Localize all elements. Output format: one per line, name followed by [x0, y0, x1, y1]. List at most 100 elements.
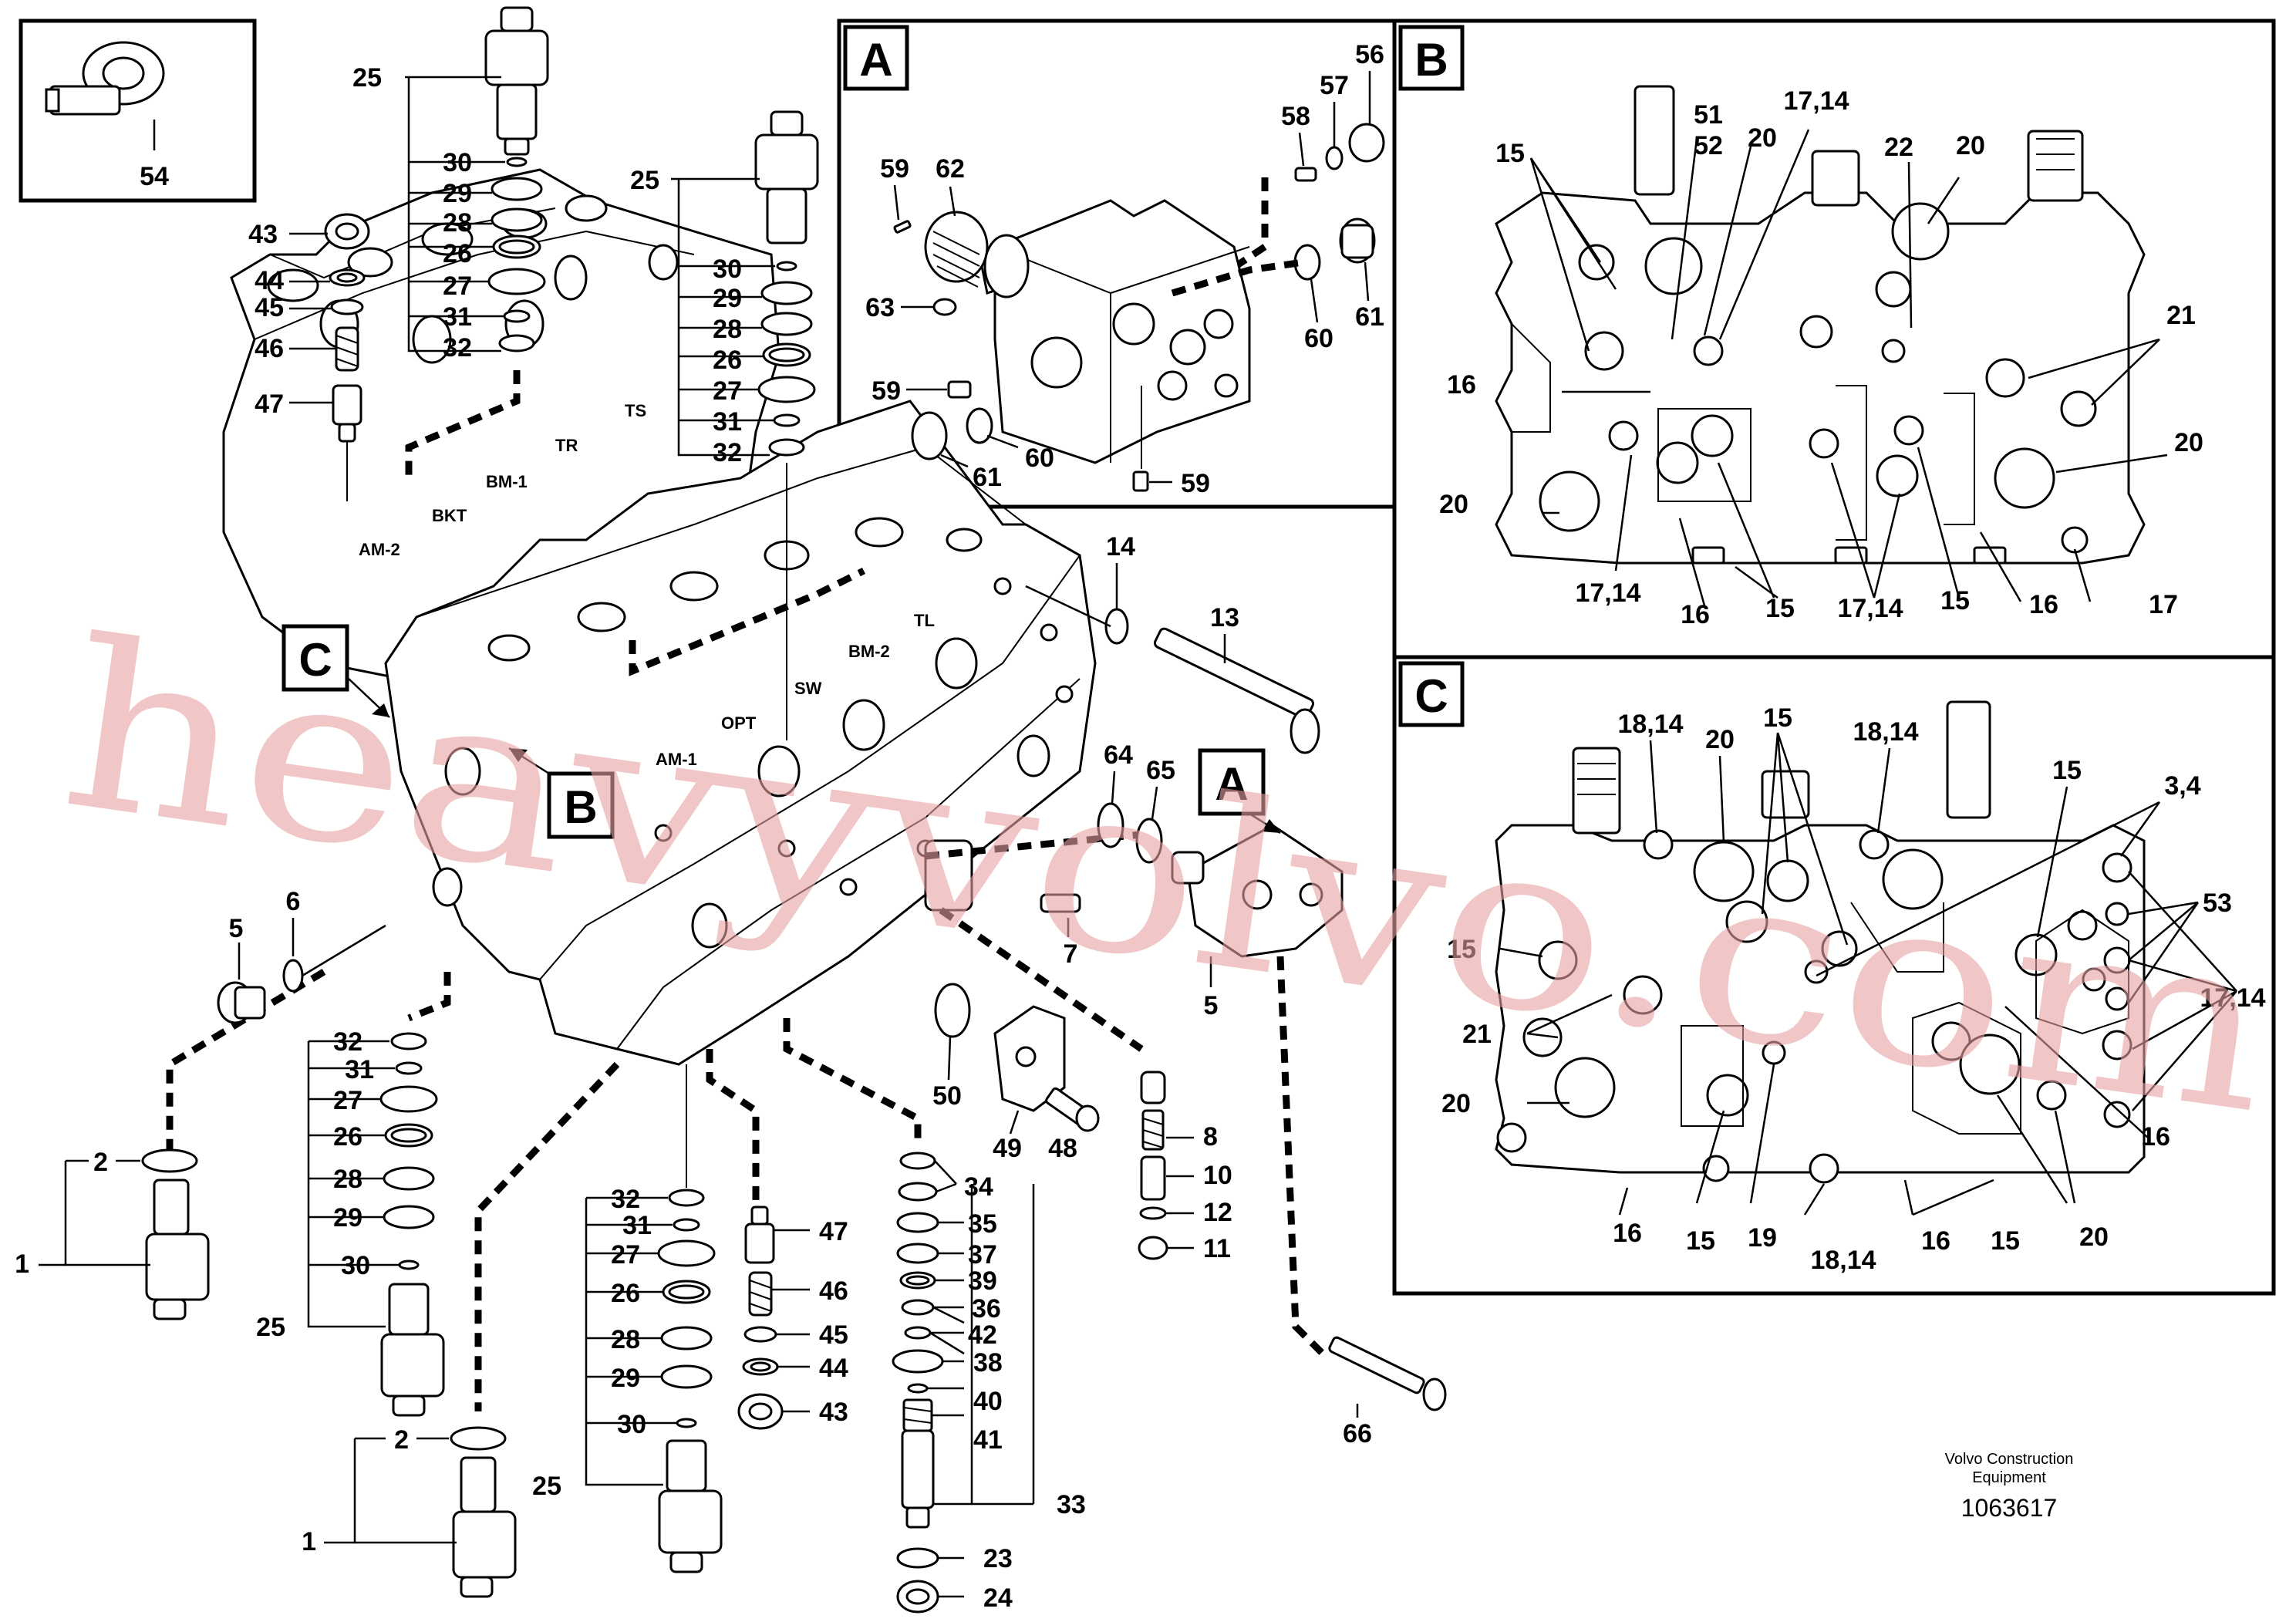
callout-45-lower: 45	[819, 1320, 848, 1350]
assembly-line-upper-25	[405, 370, 521, 478]
callout-24: 24	[983, 1583, 1013, 1613]
callout-11: 11	[1203, 1234, 1231, 1263]
oring-65	[1135, 818, 1163, 864]
view-marker-b-label: B	[564, 781, 597, 833]
callout-8: 8	[1203, 1122, 1218, 1152]
detail-c-callout-16-bottom-left: 16	[1613, 1219, 1642, 1248]
callout-26-upper-left: 26	[443, 239, 472, 268]
detail-tag-a: A	[859, 34, 892, 86]
port-bm1: BM-1	[486, 472, 528, 491]
view-marker-b	[508, 747, 615, 839]
callout-49: 49	[993, 1134, 1022, 1163]
detail-a-callout-59-bottom: 59	[1181, 469, 1210, 498]
callout-7: 7	[1064, 939, 1078, 969]
callout-30-lower-middle: 30	[617, 1410, 646, 1439]
callout-1-left-lower: 1	[302, 1527, 316, 1556]
callout-31-lower-left: 31	[345, 1055, 374, 1084]
view-marker-a	[1198, 748, 1281, 835]
callout-33: 33	[1057, 1490, 1086, 1519]
callout-46-lower: 46	[819, 1276, 848, 1306]
cover-block-a	[1171, 824, 1344, 958]
port-tr: TR	[555, 436, 578, 455]
callout-43-top: 43	[248, 220, 278, 249]
assembly-line-49	[939, 907, 1144, 1052]
callout-1-left-upper: 1	[15, 1249, 29, 1279]
callout-26-upper-middle: 26	[713, 346, 742, 375]
callout-50: 50	[932, 1081, 962, 1111]
callout-5-right: 5	[1204, 991, 1219, 1020]
callout-28-lower-left: 28	[333, 1165, 362, 1194]
callout-2-left-upper: 2	[93, 1148, 108, 1177]
callout-27-upper-middle: 27	[713, 376, 742, 406]
callout-2-left-lower: 2	[394, 1425, 409, 1455]
callout-13: 13	[1210, 603, 1239, 632]
callout-38: 38	[973, 1348, 1003, 1378]
callout-39: 39	[968, 1266, 997, 1296]
pilot-valve-left-upper	[141, 1148, 210, 1320]
view-marker-c	[282, 624, 390, 718]
relief-valve-lower-left	[379, 1032, 445, 1417]
relief-valve-lower-middle	[657, 1064, 723, 1573]
callout-25-upper-middle: 25	[630, 166, 659, 195]
callout-64: 64	[1104, 740, 1133, 770]
callout-28-upper-middle: 28	[713, 315, 742, 344]
oring-64	[1097, 802, 1124, 848]
view-marker-c-label: C	[298, 634, 332, 686]
detail-a-callout-62: 62	[936, 154, 965, 184]
detail-b-callout-17-14-bottom-left: 17,14	[1575, 578, 1640, 608]
callout-37: 37	[968, 1240, 997, 1270]
callout-14: 14	[1106, 532, 1135, 561]
callout-26-lower-middle: 26	[611, 1279, 640, 1308]
callout-23: 23	[983, 1544, 1013, 1573]
callout-66: 66	[1343, 1419, 1372, 1448]
callout-28-upper-left: 28	[443, 208, 472, 238]
detail-c-callout-15-top: 15	[1763, 703, 1792, 733]
detail-c-callout-18-14-top-left: 18,14	[1617, 710, 1683, 739]
callout-41: 41	[973, 1425, 1003, 1455]
detail-c-callout-18-14-top-right: 18,14	[1853, 717, 1918, 747]
callout-44-top: 44	[255, 266, 284, 295]
callout-29-lower-left: 29	[333, 1203, 362, 1233]
detail-c-callout-15-top-right: 15	[2052, 756, 2082, 785]
detail-a-callout-57: 57	[1320, 71, 1349, 100]
callout-26-lower-left: 26	[333, 1122, 362, 1152]
detail-b-callout-16-left: 16	[1447, 370, 1476, 400]
port-ts: TS	[625, 401, 646, 420]
document-number: 1063617	[1961, 1494, 2058, 1522]
callout-10: 10	[1203, 1161, 1232, 1190]
detail-c-callout-16-right: 16	[2141, 1122, 2170, 1152]
plug-5-left	[217, 924, 386, 1024]
callout-27-lower-left: 27	[333, 1086, 362, 1115]
detail-b-callout-17-14-bottom-right: 17,14	[1837, 594, 1903, 623]
detail-a-block	[924, 199, 1251, 464]
callout-45-top: 45	[255, 293, 284, 322]
bolt-66	[1328, 1336, 1447, 1411]
detail-c-callout-20-bottom-right: 20	[2079, 1222, 2109, 1252]
callout-25-lower-middle: 25	[532, 1472, 561, 1501]
pilot-valve-left-lower	[450, 1426, 517, 1598]
detail-c-callout-16-bottom-right: 16	[1921, 1226, 1950, 1256]
callout-54: 54	[140, 162, 169, 191]
callout-29-lower-middle: 29	[611, 1364, 640, 1393]
detail-c-callout-18-14-bottom: 18,14	[1810, 1246, 1876, 1275]
callout-42: 42	[968, 1320, 997, 1350]
callout-47-lower: 47	[819, 1217, 848, 1246]
detail-tag-c: C	[1414, 670, 1448, 722]
assembly-line-a-upper	[1216, 177, 1269, 281]
callout-29-upper-middle: 29	[713, 284, 742, 313]
port-am2: AM-2	[359, 540, 400, 559]
detail-c-callout-3-4: 3,4	[2164, 771, 2200, 801]
detail-c-callout-53: 53	[2203, 889, 2232, 918]
cover-plate-49	[993, 1005, 1066, 1112]
callout-40: 40	[973, 1387, 1003, 1416]
detail-b-callout-20-left: 20	[1439, 490, 1468, 519]
detail-c-callout-19: 19	[1748, 1223, 1777, 1253]
callout-31-lower-middle: 31	[622, 1211, 652, 1240]
detail-a-callout-59-top: 59	[880, 154, 909, 184]
assembly-line-66	[1276, 956, 1330, 1361]
check-valve-stack-top	[324, 213, 370, 501]
port-tl: TL	[914, 611, 935, 630]
oring-50	[934, 983, 971, 1038]
callout-6-left: 6	[286, 887, 301, 916]
detail-tag-b: B	[1414, 34, 1448, 86]
